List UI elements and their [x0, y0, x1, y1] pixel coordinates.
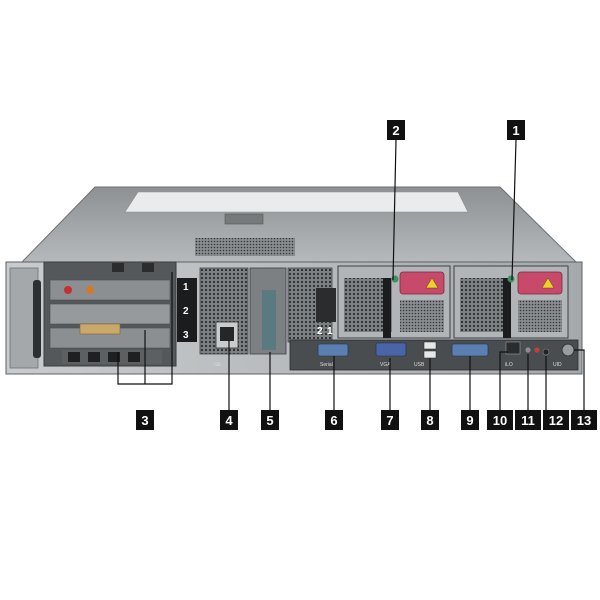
- callout-7: 7: [381, 410, 399, 430]
- slot-label-1: 1: [183, 282, 189, 293]
- callout-6-number: 6: [330, 413, 337, 428]
- audio-jack-red: [64, 286, 72, 294]
- slot-number-strip: [177, 278, 197, 342]
- leader-1: [511, 139, 517, 281]
- status-led: [525, 347, 531, 353]
- callout-9-number: 9: [466, 413, 473, 428]
- port-label-ilo: iLO: [505, 362, 513, 368]
- callout-10-number: 10: [493, 413, 507, 428]
- usb-port-2: [423, 350, 437, 359]
- warning-icon: [541, 277, 555, 289]
- callout-13: 13: [571, 410, 597, 430]
- callout-11-number: 11: [521, 413, 535, 428]
- callout-1: 1: [507, 120, 525, 140]
- warning-icon: [425, 277, 439, 289]
- psu-2-latch: [383, 278, 391, 338]
- callout-10: 10: [487, 410, 513, 430]
- callout-2-number: 2: [392, 123, 399, 138]
- rj45-port-a: [112, 263, 124, 272]
- port-label-gb: Gb: [214, 362, 221, 368]
- psu-2-vent: [400, 300, 444, 332]
- callout-12-number: 12: [549, 413, 563, 428]
- rj45-port-b: [142, 263, 154, 272]
- vent-slot: [108, 352, 120, 362]
- callout-12: 12: [543, 410, 569, 430]
- port-label-uid: UID: [553, 362, 562, 368]
- leader-13: [574, 349, 585, 410]
- psu-1-fan-grille: [460, 278, 506, 332]
- callout-5: 5: [261, 410, 279, 430]
- callout-6: 6: [325, 410, 343, 430]
- psu-label-2: 2: [317, 326, 323, 337]
- callout-2: 2: [387, 120, 405, 140]
- leader-2: [392, 139, 397, 281]
- callout-9: 9: [461, 410, 479, 430]
- slot-label-3: 3: [183, 330, 189, 341]
- callout-5-number: 5: [266, 413, 273, 428]
- scsi-connector: [79, 323, 121, 335]
- port-label-usb: USB: [414, 362, 425, 368]
- top-grille: [195, 238, 295, 256]
- audio-jack-orange: [86, 286, 94, 294]
- psu-1-vent: [518, 300, 562, 332]
- status-led: [534, 347, 540, 353]
- ilo-port: [505, 341, 521, 355]
- psu-1-led: [507, 275, 515, 283]
- uid-button: [561, 343, 575, 357]
- pci-slot-1-bracket: [49, 279, 171, 301]
- left-handle: [33, 280, 41, 358]
- top-latch: [224, 213, 264, 225]
- callout-13-number: 13: [577, 413, 591, 428]
- info-sticker: [316, 288, 336, 322]
- callout-4: 4: [220, 410, 238, 430]
- callout-8-number: 8: [426, 413, 433, 428]
- usb-port-1: [423, 341, 437, 350]
- port-label-serial: Serial: [320, 362, 333, 368]
- callout-3: 3: [136, 410, 154, 430]
- callout-4-number: 4: [225, 413, 233, 428]
- vent-slot: [68, 352, 80, 362]
- vent-slot: [128, 352, 140, 362]
- port-label-video: VGA: [380, 362, 391, 368]
- leader-10: [499, 351, 508, 410]
- vent-slot: [88, 352, 100, 362]
- top-label-sticker: [124, 191, 469, 213]
- psu-1-latch: [503, 278, 511, 338]
- callout-8: 8: [421, 410, 439, 430]
- reset-button: [542, 348, 550, 356]
- blank-module-slot: [262, 290, 276, 350]
- serial-port-2: [451, 343, 489, 357]
- video-port: [375, 342, 407, 357]
- psu-label-1: 1: [327, 326, 333, 337]
- callout-3-number: 3: [141, 413, 148, 428]
- nic-rj45-port: [220, 327, 234, 341]
- psu-2-handle: [399, 271, 445, 295]
- callout-7-number: 7: [386, 413, 393, 428]
- callout-1-number: 1: [512, 123, 519, 138]
- slot-label-2: 2: [183, 306, 189, 317]
- callout-leaders: [117, 139, 585, 410]
- psu-1-handle: [517, 271, 563, 295]
- callout-11: 11: [515, 410, 541, 430]
- pci-slot-2-bracket: [49, 303, 171, 325]
- serial-port: [317, 343, 349, 357]
